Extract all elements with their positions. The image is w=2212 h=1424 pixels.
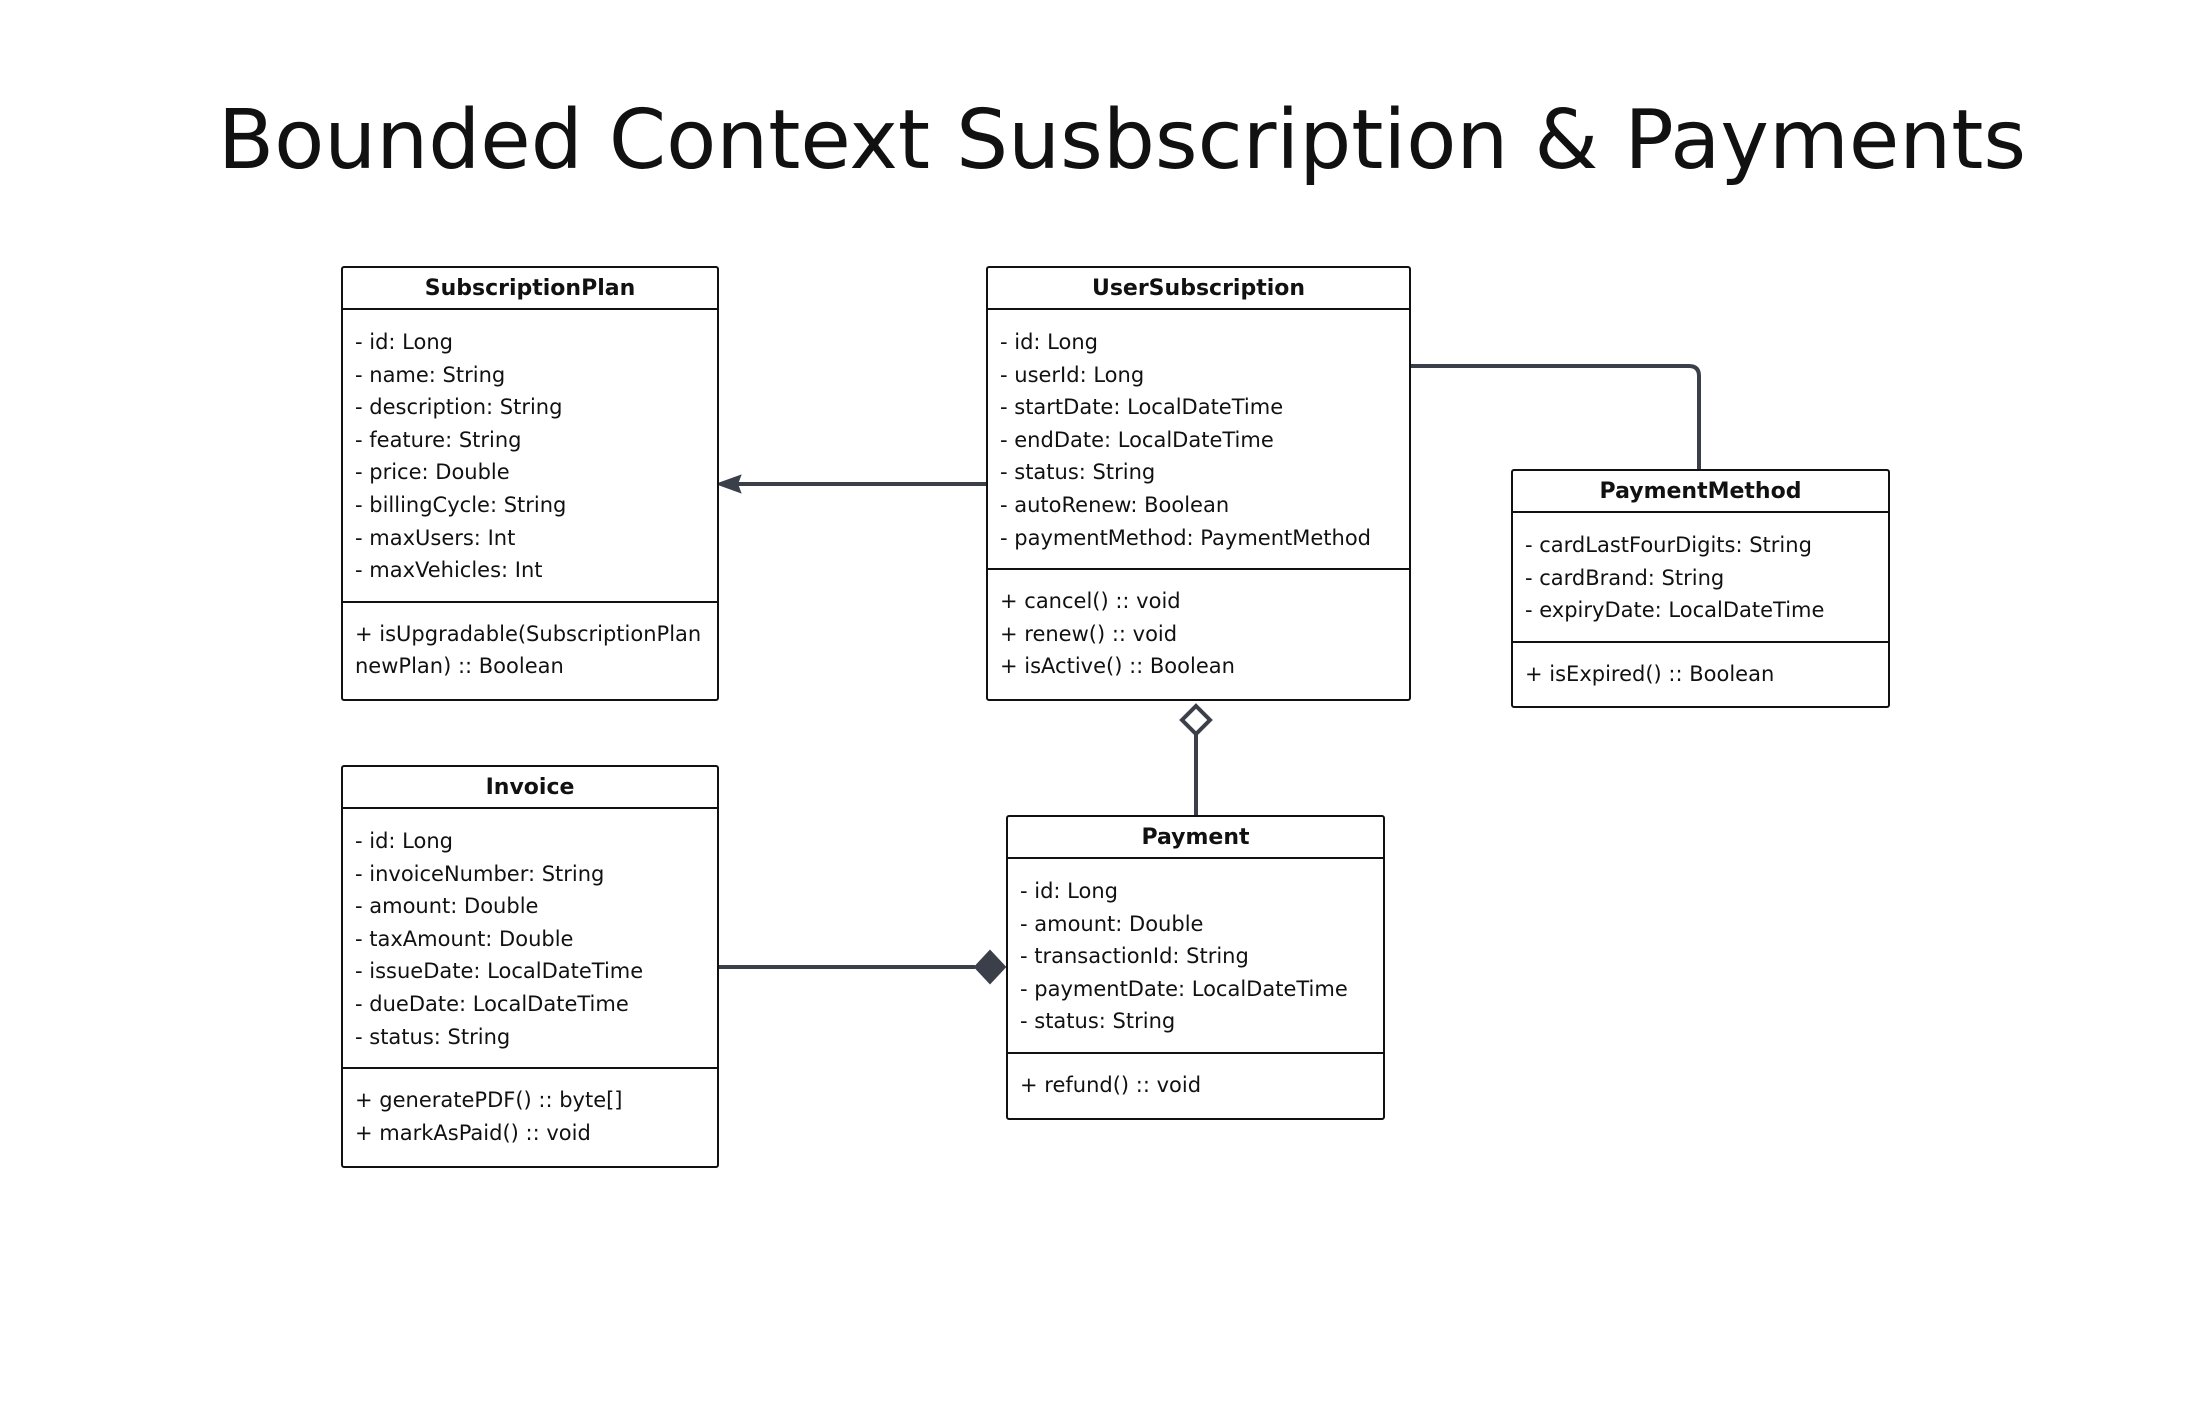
attribute: - cardBrand: String: [1525, 565, 1725, 590]
class-payment[interactable]: Payment - id: Long - amount: Double - tr…: [1006, 815, 1385, 1120]
class-user-subscription[interactable]: UserSubscription - id: Long - userId: Lo…: [986, 266, 1411, 701]
class-name-payment: Payment: [1008, 817, 1383, 859]
attribute: - paymentDate: LocalDateTime: [1020, 976, 1348, 1001]
class-name-subscription-plan: SubscriptionPlan: [343, 268, 717, 310]
attribute: - id: Long: [1020, 879, 1118, 903]
class-name-user-subscription: UserSubscription: [988, 268, 1409, 310]
attribute: - dueDate: LocalDateTime: [355, 991, 629, 1016]
attribute: - description: String: [355, 395, 563, 420]
attributes-payment: - id: Long - amount: Double - transactio…: [1008, 859, 1383, 1054]
attribute: - maxVehicles: Int: [355, 558, 543, 583]
attribute: - taxAmount: Double: [355, 926, 574, 951]
attribute: - feature: String: [355, 427, 522, 452]
attribute: - cardLastFourDigits: String: [1525, 533, 1812, 557]
attribute: - name: String: [355, 362, 506, 387]
method: + isUpgradable(SubscriptionPlan newPlan)…: [355, 621, 702, 679]
attribute: - amount: Double: [355, 894, 539, 919]
attribute: - expiryDate: LocalDateTime: [1525, 598, 1825, 623]
class-name-invoice: Invoice: [343, 767, 717, 809]
attribute: - price: Double: [355, 460, 510, 485]
attribute: - billingCycle: String: [355, 492, 567, 517]
attribute: - id: Long: [1000, 330, 1098, 354]
class-invoice[interactable]: Invoice - id: Long - invoiceNumber: Stri…: [341, 765, 719, 1168]
method: + refund() :: void: [1020, 1072, 1202, 1097]
methods-user-subscription: + cancel() :: void + renew() :: void + i…: [988, 570, 1409, 693]
method: + cancel() :: void: [1000, 589, 1181, 614]
attribute: - startDate: LocalDateTime: [1000, 395, 1284, 420]
class-subscription-plan[interactable]: SubscriptionPlan - id: Long - name: Stri…: [341, 266, 719, 701]
methods-invoice: + generatePDF() :: byte[] + markAsPaid()…: [343, 1069, 717, 1159]
association-line-payment-method: [1409, 364, 1701, 469]
class-payment-method[interactable]: PaymentMethod - cardLastFourDigits: Stri…: [1511, 469, 1890, 708]
attribute: - paymentMethod: PaymentMethod: [1000, 525, 1372, 550]
attributes-subscription-plan: - id: Long - name: String - description:…: [343, 310, 717, 603]
class-name-payment-method: PaymentMethod: [1513, 471, 1888, 513]
attributes-payment-method: - cardLastFourDigits: String - cardBrand…: [1513, 513, 1888, 643]
diagram-title: Bounded Context Susbscription & Payments: [217, 93, 2027, 188]
method: + generatePDF() :: byte[]: [355, 1088, 623, 1113]
attributes-user-subscription: - id: Long - userId: Long - startDate: L…: [988, 310, 1409, 571]
attributes-invoice: - id: Long - invoiceNumber: String - amo…: [343, 809, 717, 1070]
arrowhead-subscription-plan: [715, 474, 742, 494]
attribute: - invoiceNumber: String: [355, 861, 605, 886]
attribute: - id: Long: [355, 829, 453, 853]
attribute: - status: String: [355, 1024, 511, 1049]
attribute: - autoRenew: Boolean: [1000, 492, 1230, 517]
attribute: - amount: Double: [1020, 911, 1204, 936]
attribute: - userId: Long: [1000, 362, 1145, 387]
attribute: - maxUsers: Int: [355, 525, 516, 550]
attribute: - id: Long: [355, 330, 453, 354]
method: + isActive() :: Boolean: [1000, 654, 1235, 679]
composition-diamond: [973, 949, 1007, 985]
methods-subscription-plan: + isUpgradable(SubscriptionPlan newPlan)…: [343, 603, 717, 693]
attribute: - status: String: [1000, 460, 1156, 485]
aggregation-diamond: [1179, 703, 1213, 737]
attribute: - issueDate: LocalDateTime: [355, 959, 644, 984]
attribute: - endDate: LocalDateTime: [1000, 427, 1274, 452]
attribute: - status: String: [1020, 1009, 1176, 1034]
attribute: - transactionId: String: [1020, 944, 1249, 969]
method: + markAsPaid() :: void: [355, 1120, 591, 1145]
methods-payment-method: + isExpired() :: Boolean: [1513, 643, 1888, 701]
methods-payment: + refund() :: void: [1008, 1054, 1383, 1112]
method: + isExpired() :: Boolean: [1525, 661, 1775, 686]
method: + renew() :: void: [1000, 621, 1178, 646]
